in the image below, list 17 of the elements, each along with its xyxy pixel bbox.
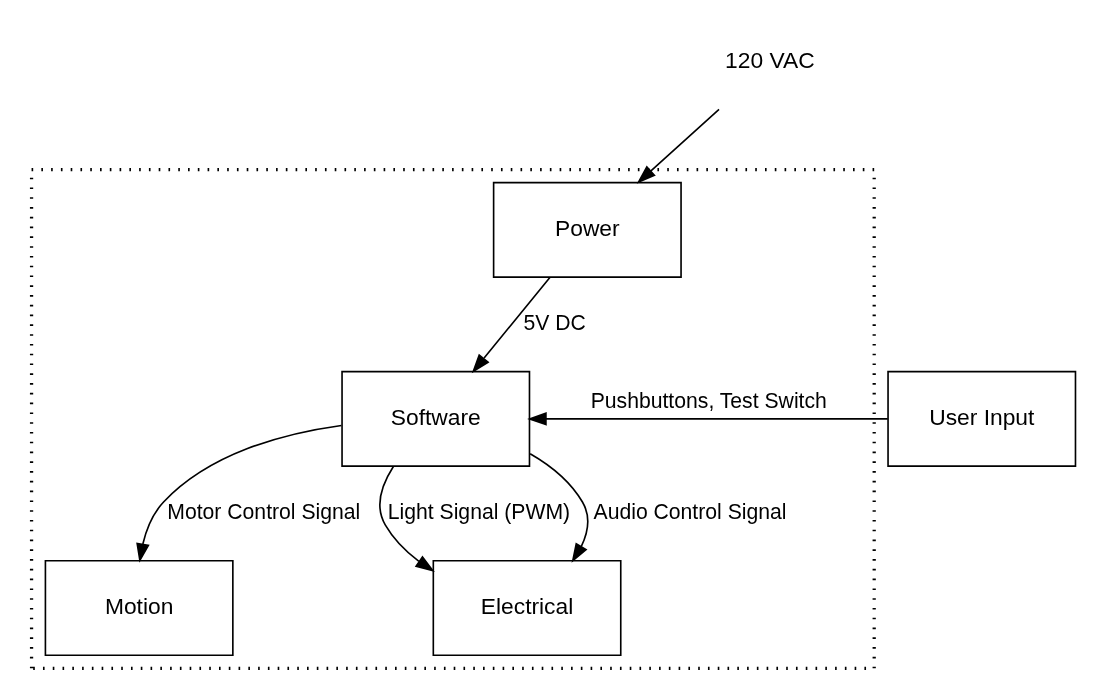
edge-label: Pushbuttons, Test Switch	[590, 389, 827, 413]
arrow	[135, 424, 342, 563]
arrow	[528, 452, 589, 563]
node-box: User Input	[886, 370, 1076, 467]
node-box: Power	[492, 181, 682, 278]
node-box: Electrical	[432, 559, 622, 657]
edge-label: Audio Control Signal	[593, 499, 787, 523]
node-box: Software	[340, 370, 530, 467]
arrow	[636, 108, 720, 184]
edge-label: Light Signal (PWM)	[387, 499, 570, 523]
node-text: 120 VAC	[724, 46, 815, 73]
arrow	[526, 412, 889, 426]
edge-label: 5V DC	[523, 310, 586, 334]
edge-label: Motor Control Signal	[166, 499, 360, 523]
arrow	[378, 465, 435, 573]
arrow	[471, 276, 551, 374]
node-box: Motion	[44, 559, 234, 657]
